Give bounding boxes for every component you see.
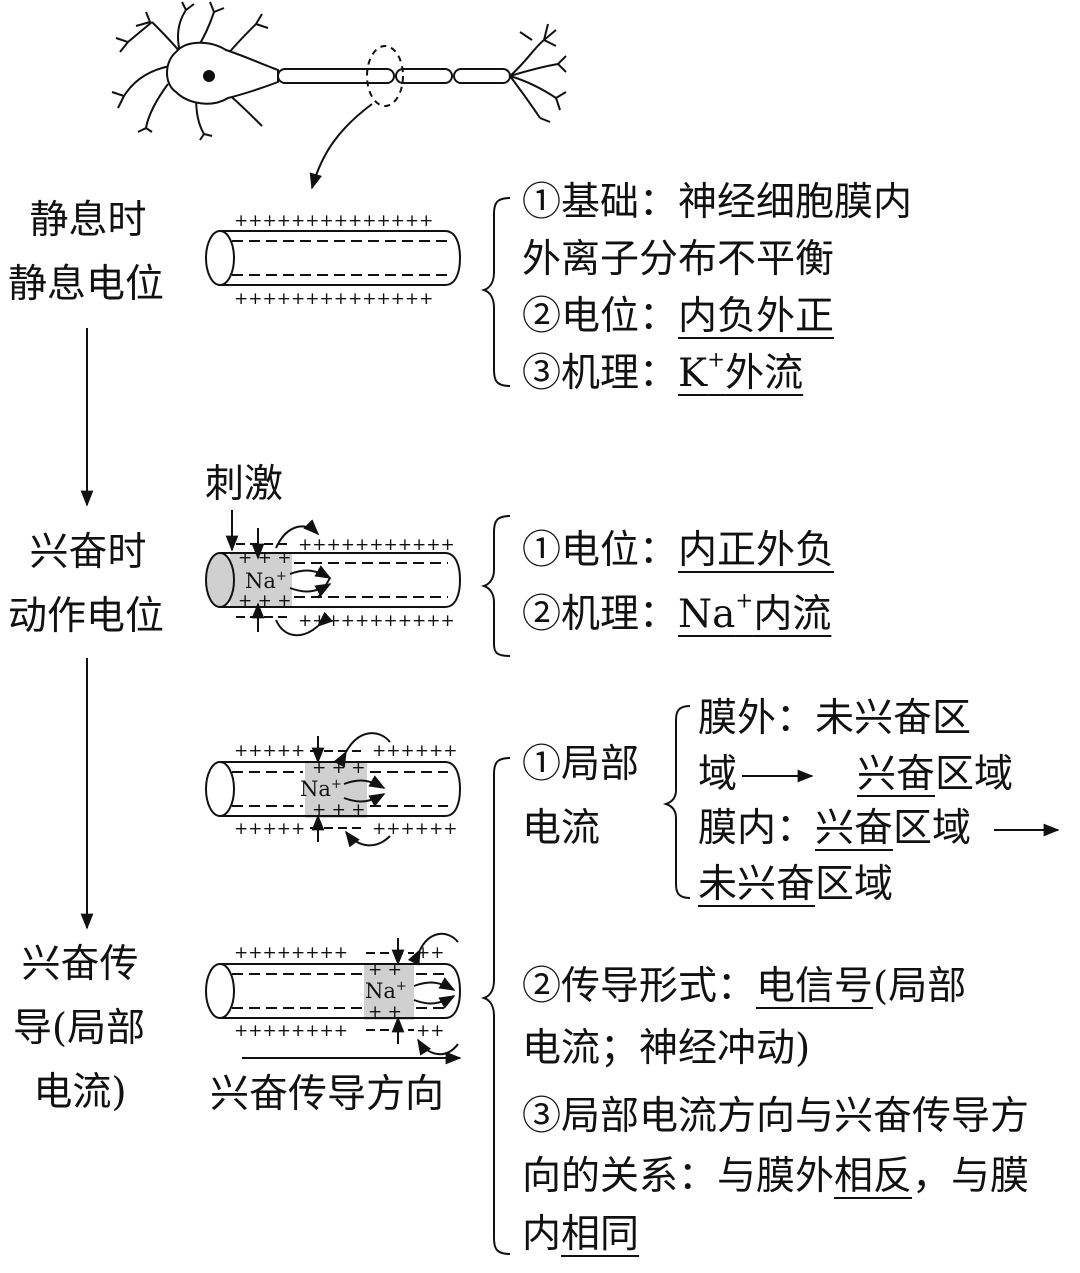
stage-conduction-line2: 导(局部: [12, 1006, 146, 1051]
action-mechanism-answer: Na+内流: [678, 588, 832, 637]
relation-line1: ③局部电流方向与兴奋传导方: [522, 1094, 1030, 1139]
action-potential-answer: 内正外负: [678, 528, 835, 573]
stage-resting-line1: 静息时: [29, 198, 147, 243]
local-current-brace: [662, 705, 691, 899]
mid-outer-plus-right-bottom: ++++++: [372, 819, 457, 839]
action-mechanism: ②机理：Na+内流: [522, 588, 832, 637]
stage-conduction-line3: 电流): [33, 1070, 127, 1115]
front-outer-plus-right-bottom: ++: [416, 1021, 445, 1041]
mid-outer-plus-left-top: +++++: [234, 741, 305, 761]
front-inner-plus-top: + +: [368, 960, 402, 980]
mid-na-ion-label: Na+: [300, 777, 342, 801]
mid-inner-plus-top: + + +: [312, 758, 366, 778]
inside-flow: 膜内：兴奋区域: [698, 806, 972, 851]
action-inner-plus-top: + + +: [238, 548, 292, 568]
local-current-title-2: 电流: [522, 806, 601, 851]
direction-label: 兴奋传导方向: [210, 1072, 445, 1117]
stage-excited-line1: 兴奋时: [29, 530, 147, 575]
inside-flow-cont: 未兴奋区域: [698, 862, 894, 907]
outside-label: 膜外：未兴奋区: [698, 696, 972, 741]
action-na-ion-label: Na+: [245, 569, 287, 593]
action-outer-plus-top: +++++++++++: [298, 535, 455, 555]
stage-resting-line2: 静息电位: [7, 262, 164, 307]
conduction-form-cont: 电流；神经冲动): [522, 1026, 811, 1071]
resting-potential: ②电位：内负外正: [522, 294, 838, 340]
resting-outer-plus-top: ++++++++++++++: [234, 211, 433, 231]
conduction-brace: [480, 757, 511, 1255]
relation-line3: 内相同: [522, 1212, 640, 1257]
action-inner-plus-bottom: + + +: [238, 591, 292, 611]
stage-conduction-line1: 兴奋传: [21, 942, 139, 987]
action-brace: [480, 515, 511, 657]
mid-inner-plus-bottom: + + +: [312, 800, 366, 820]
stage-excited-line2: 动作电位: [7, 594, 164, 639]
relation-answer-inside: 相同: [561, 1212, 640, 1257]
mid-outer-plus-right-top: ++++++: [372, 741, 457, 761]
conduction-membrane-middle: [205, 732, 462, 848]
resting-membrane: [205, 230, 462, 286]
action-membrane: [205, 510, 462, 636]
local-current-title-1: ①局部: [522, 742, 640, 787]
outside-flow: 域兴奋区域: [698, 752, 1014, 797]
front-na-ion-label: Na+: [365, 979, 407, 1003]
resting-outer-plus-bottom: ++++++++++++++: [234, 289, 433, 309]
resting-brace: [480, 197, 511, 387]
front-outer-plus-left-top: ++++++++: [234, 943, 348, 963]
relation-line2: 向的关系：与膜外相反，与膜: [522, 1154, 1030, 1199]
conduction-form: ②传导形式：电信号(局部: [522, 964, 967, 1009]
stimulus-label: 刺激: [205, 462, 284, 507]
front-inner-plus-bottom: + +: [368, 1002, 402, 1022]
front-outer-plus-left-bottom: ++++++++: [234, 1021, 348, 1041]
resting-potential-answer: 内负外正: [678, 294, 835, 339]
action-outer-plus-bottom: +++++++++++: [298, 611, 455, 631]
resting-basis: ①基础：神经细胞膜内: [522, 180, 913, 225]
conduction-membrane-front: [205, 932, 462, 1065]
action-potential: ①电位：内正外负: [522, 528, 835, 573]
resting-mechanism-answer: K+外流: [678, 347, 804, 396]
resting-basis-cont: 外离子分布不平衡: [522, 237, 835, 282]
neuron-icon: [111, 1, 567, 190]
relation-answer-outside: 相反: [834, 1154, 913, 1199]
front-outer-plus-right-top: ++: [416, 943, 445, 963]
resting-mechanism: ③机理：K+外流: [522, 347, 804, 396]
conduction-form-answer: 电信号: [756, 964, 874, 1009]
mid-outer-plus-left-bottom: +++++: [234, 819, 305, 839]
